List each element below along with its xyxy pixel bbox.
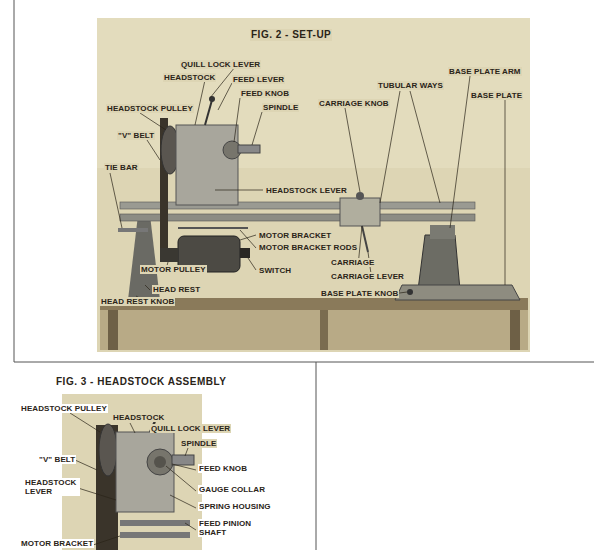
part-label: HEADSTOCK [112, 413, 165, 422]
part-label: CARRIAGE [330, 258, 375, 267]
quill-lock-lever [205, 100, 212, 125]
part-label: HEADSTOCK [163, 73, 216, 82]
photo-ground [62, 394, 202, 550]
page-rule [14, 0, 15, 362]
part-label: HEADSTOCK PULLEY [106, 104, 194, 113]
photo-ground [97, 18, 530, 352]
lever-ball [209, 96, 215, 102]
carriage-lever [362, 226, 368, 252]
base-plate [395, 285, 520, 300]
carriage-knob [356, 192, 364, 200]
part-label: TUBULAR WAYS [377, 81, 444, 90]
motor-pulley [160, 248, 178, 262]
motor-bracket-rod [120, 532, 190, 538]
tie-bar [118, 228, 148, 232]
headstock [176, 125, 238, 205]
part-label: BASE PLATE [470, 91, 523, 100]
part-label: FEED PINION SHAFT [198, 519, 260, 537]
part-label: HEAD REST [152, 285, 201, 294]
bench-leg [320, 310, 328, 350]
part-label: MOTOR BRACKET [258, 231, 332, 240]
part-label: CARRIAGE KNOB [318, 99, 390, 108]
part-label: BASE PLATE ARM [448, 67, 522, 76]
tubular-way [120, 214, 475, 221]
part-label: TIE BAR [104, 163, 139, 172]
bench-front [100, 310, 528, 350]
part-label: FEED KNOB [240, 89, 290, 98]
feed-knob [147, 449, 173, 475]
part-label: FEED KNOB [198, 464, 248, 473]
carriage [340, 198, 380, 226]
page-rule [316, 362, 317, 550]
page-rule [14, 362, 594, 363]
part-label: SPINDLE [262, 103, 299, 112]
spindle [172, 455, 194, 465]
part-label: MOTOR BRACKET [20, 539, 94, 548]
gauge-collar [154, 456, 166, 468]
arm-head [430, 225, 455, 239]
part-label: QUILL LOCK LEVER [180, 60, 261, 69]
base-plate-knob [407, 289, 413, 295]
bench-leg [108, 310, 118, 350]
part-label: FEED LEVER [232, 75, 285, 84]
motor-bracket-rod [120, 520, 190, 526]
headstock-pulley [99, 424, 117, 476]
tubular-way [120, 202, 475, 209]
part-label: HEADSTOCK PULLEY [20, 404, 108, 413]
part-label: "V" BELT [117, 131, 155, 140]
bench-leg [510, 310, 520, 350]
part-label: MOTOR PULLEY [140, 265, 207, 274]
headstock [116, 432, 174, 512]
part-label: SPRING HOUSING [198, 502, 272, 511]
part-label: CARRIAGE LEVER [330, 272, 405, 281]
spindle [238, 145, 260, 153]
v-belt [96, 425, 118, 550]
figure-title: FIG. 2 - SET-UP [250, 29, 332, 41]
leader-lines [110, 67, 505, 300]
figure-title: FIG. 3 - HEADSTOCK ASSEMBLY [55, 376, 227, 388]
part-label: "V" BELT [38, 455, 76, 464]
switch [240, 248, 250, 258]
part-label: BASE PLATE KNOB [320, 289, 399, 298]
part-label: SWITCH [258, 266, 292, 275]
base-plate-arm [418, 235, 460, 290]
part-label: MOTOR BRACKET RODS [258, 243, 358, 252]
part-label: GAUGE COLLAR [198, 485, 266, 494]
part-label: HEADSTOCK LEVER [265, 186, 348, 195]
part-label: QUILL LOCK LEVER [150, 424, 231, 433]
part-label: SPINDLE [180, 439, 217, 448]
motor-bracket-rod [178, 227, 248, 229]
part-label: HEAD REST KNOB [100, 297, 175, 306]
part-label: HEADSTOCK LEVER [24, 478, 80, 496]
